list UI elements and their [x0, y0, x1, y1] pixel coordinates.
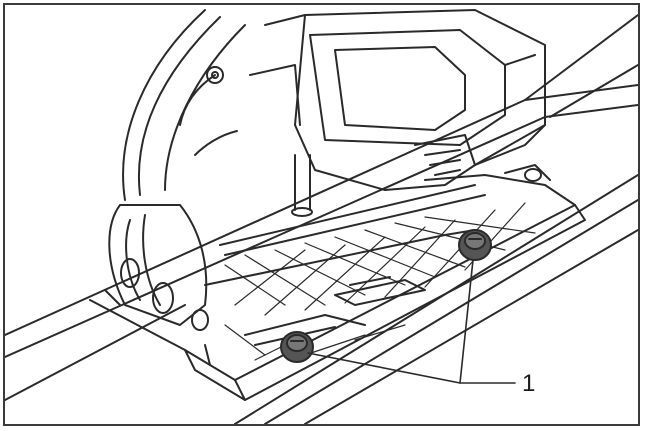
- guide-rail: [5, 14, 638, 424]
- base-plate: [89, 164, 586, 401]
- rail-knob-right: [458, 229, 492, 261]
- figure-frame: 1: [3, 3, 640, 426]
- callout-leader-lines: [307, 259, 516, 384]
- motor-housing: [249, 9, 546, 191]
- depth-column: [291, 154, 313, 217]
- blade-guard: [122, 9, 246, 201]
- callout-label-1: 1: [522, 370, 536, 397]
- rail-knob-left: [280, 331, 314, 363]
- base-plate-hatching: [224, 202, 536, 361]
- bevel-bracket: [104, 204, 209, 331]
- circular-saw-on-guide-rail-illustration: [5, 9, 638, 424]
